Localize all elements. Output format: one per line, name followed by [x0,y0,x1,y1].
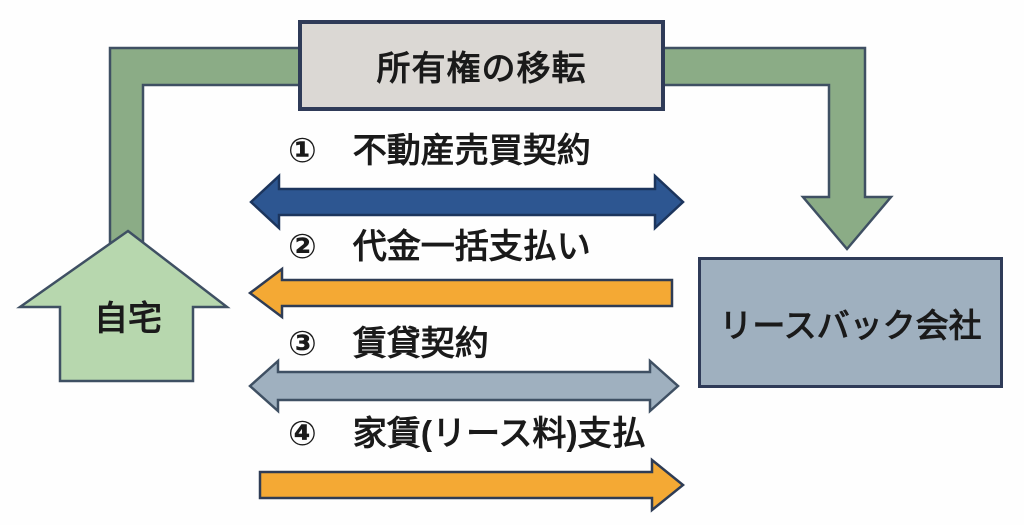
house-shape [16,229,231,383]
leaseback-company-box: リースバック会社 [698,257,1003,388]
flow-label-lease-contract: ③ 賃貸契約 [288,325,489,363]
flow-label-lump-sum-payment: ② 代金一括支払い [288,228,591,266]
arrow-lump-sum-payment [247,266,674,320]
arrow-sale-contract [249,173,685,231]
arrow-rent-payment [258,457,685,513]
flow-label-rent-payment: ④ 家賃(リース料)支払 [288,415,646,453]
flow-text-3: 賃貸契約 [352,325,489,363]
ownership-transfer-label: 所有権の移転 [376,50,587,88]
flow-number-2: ② [288,228,317,266]
flow-text-2: 代金一括支払い [352,228,591,266]
house-label: 自宅 [94,300,162,338]
flow-number-3: ③ [288,325,317,363]
flow-text-4: 家賃(リース料)支払 [352,415,646,453]
leaseback-company-label: リースバック会社 [719,306,982,344]
flow-text-1: 不動産売買契約 [352,132,591,170]
ownership-transfer-box: 所有権の移転 [298,20,665,111]
flow-label-sale-contract: ① 不動産売買契約 [288,132,591,170]
arrow-lease-contract [248,358,680,414]
flow-number-4: ④ [288,415,317,453]
flow-number-1: ① [288,132,317,170]
ownership-transfer-arrow-down [653,46,894,251]
